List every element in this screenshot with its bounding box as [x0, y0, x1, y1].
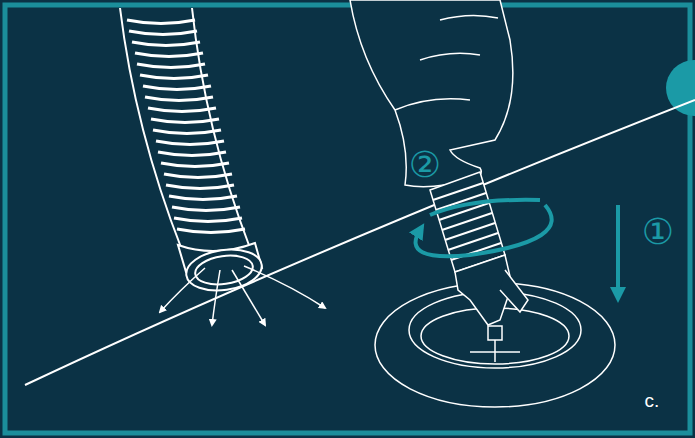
figure-letter: c. [645, 391, 660, 410]
callout-number: ① [642, 214, 674, 250]
callout-number: ② [409, 147, 441, 183]
